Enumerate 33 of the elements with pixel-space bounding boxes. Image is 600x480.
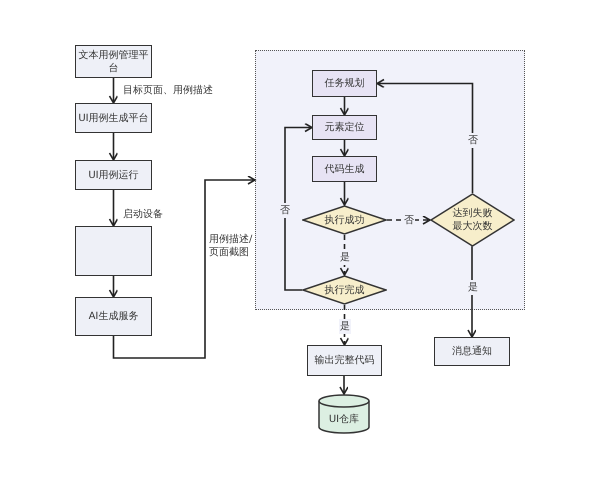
edge-label: 否 bbox=[467, 133, 479, 148]
arrow bbox=[108, 78, 118, 104]
database-cylinder: UI仓库 bbox=[318, 394, 370, 434]
arrow bbox=[340, 140, 350, 157]
process-box: 代码生成 bbox=[312, 156, 377, 182]
arrow bbox=[112, 175, 256, 359]
arrow bbox=[340, 182, 350, 206]
process-box: 输出完整代码 bbox=[307, 345, 382, 376]
edge-label: 否 bbox=[279, 203, 291, 218]
process-box: UI用例生成平台 bbox=[75, 103, 152, 133]
arrow bbox=[467, 246, 477, 338]
process-box: AI生成服务 bbox=[75, 297, 152, 336]
process-box: 消息通知 bbox=[434, 337, 510, 366]
arrow bbox=[284, 122, 313, 291]
arrow bbox=[108, 133, 118, 161]
edge-label: 是 bbox=[339, 250, 351, 265]
arrow bbox=[339, 375, 349, 395]
decision-diamond: 执行成功 bbox=[302, 205, 387, 235]
arrow bbox=[387, 215, 431, 225]
process-box bbox=[75, 226, 152, 276]
process-box: 任务规划 bbox=[312, 70, 377, 97]
process-box: 文本用例管理平台 bbox=[75, 45, 152, 78]
arrow bbox=[108, 276, 118, 298]
process-box: UI用例运行 bbox=[75, 160, 152, 190]
dotted-frame bbox=[255, 50, 525, 310]
arrow bbox=[340, 97, 350, 116]
decision-diamond: 达到失败最大次数 bbox=[430, 193, 515, 247]
decision-diamond: 执行完成 bbox=[302, 275, 387, 305]
edge-label: 是 bbox=[467, 280, 479, 295]
process-box: 元素定位 bbox=[312, 115, 377, 140]
edge-label: 是 bbox=[339, 319, 351, 334]
arrow bbox=[108, 190, 118, 227]
arrow bbox=[376, 78, 474, 193]
